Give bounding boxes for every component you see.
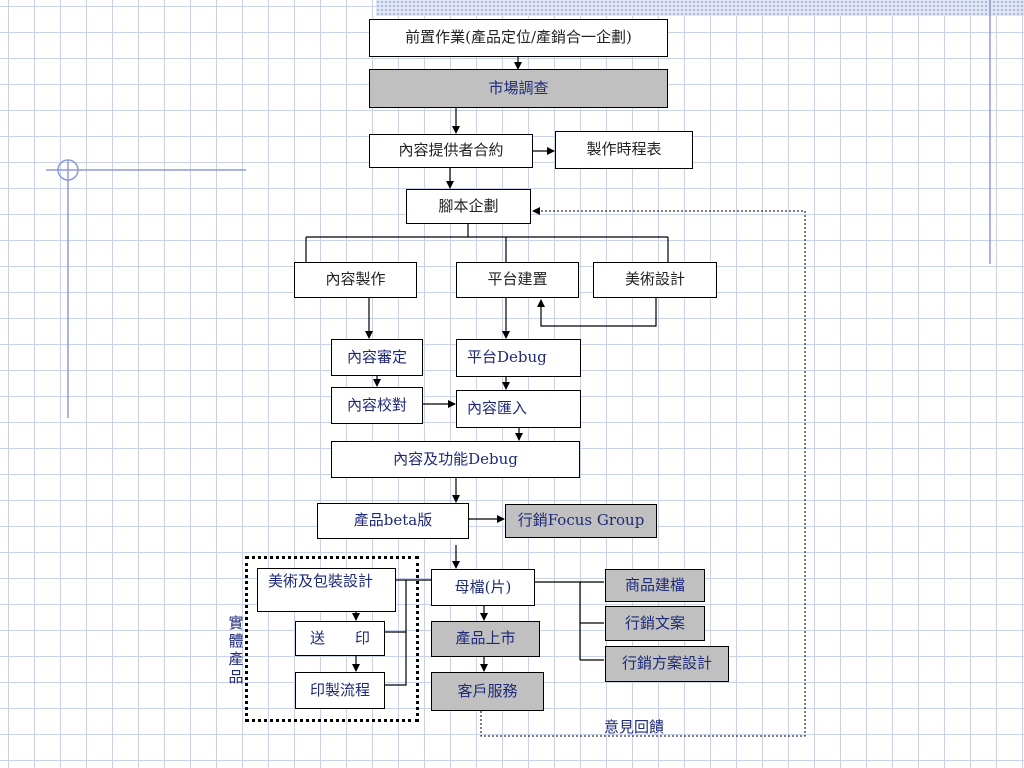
node-content-contract: 內容提供者合約 [369, 134, 533, 168]
physical-product-label: 實體產品 [228, 614, 244, 686]
physical-product-group [245, 556, 419, 722]
node-content-production: 內容製作 [294, 262, 417, 298]
arrow-art-platform [537, 298, 657, 327]
node-marketing-focus-group: 行銷Focus Group [505, 504, 657, 538]
node-print-process: 印製流程 [295, 672, 385, 709]
node-schedule: 製作時程表 [555, 131, 693, 169]
node-market-survey: 市場調查 [369, 69, 668, 108]
node-pre-work: 前置作業(產品定位/產銷合一企劃) [369, 19, 668, 57]
top-decorative-band [376, 0, 1024, 16]
node-platform-debug: 平台Debug [456, 339, 581, 377]
node-script-planning: 腳本企劃 [406, 189, 531, 224]
node-product-filing: 商品建檔 [605, 569, 705, 602]
node-product-beta: 產品beta版 [317, 503, 469, 539]
node-art-design: 美術設計 [593, 262, 717, 298]
node-content-import: 內容匯入 [456, 390, 581, 428]
node-send-print: 送 印 [295, 621, 385, 656]
feedback-label: 意見回饋 [604, 718, 665, 736]
node-platform-build: 平台建置 [456, 262, 579, 298]
node-content-proofread: 內容校對 [331, 387, 423, 424]
node-customer-service: 客戶服務 [431, 672, 544, 711]
node-master: 母檔(片) [431, 569, 535, 606]
node-marketing-copy: 行銷文案 [605, 606, 705, 641]
node-marketing-plan-design: 行銷方案設計 [605, 646, 729, 682]
decor-circle [57, 159, 79, 181]
node-content-review: 內容審定 [331, 339, 423, 376]
feedback-loop-line [480, 207, 806, 737]
node-product-launch: 產品上市 [431, 621, 540, 657]
line-branch-print [385, 580, 407, 686]
node-content-function-debug: 內容及功能Debug [331, 441, 580, 478]
node-art-packaging-design: 美術及包裝設計 [257, 568, 396, 612]
